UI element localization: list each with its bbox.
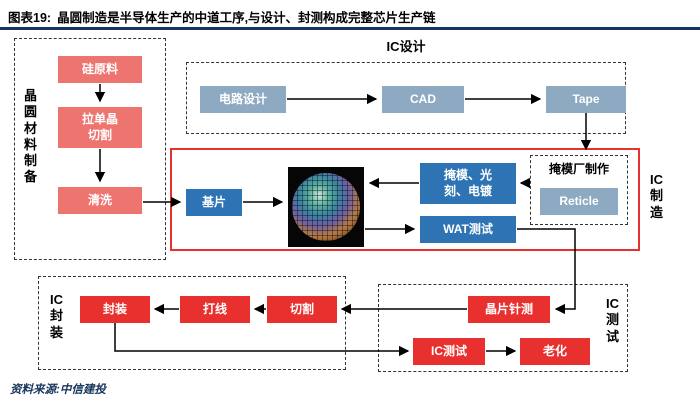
wafer-image <box>292 173 360 241</box>
wafer-prep-label: 晶圆材料制备 <box>23 88 37 185</box>
ic-mfg-label: IC制造 <box>649 172 663 220</box>
step-wafer-probe: 晶片针测 <box>468 296 550 323</box>
step-dicing: 切割 <box>267 296 337 323</box>
header-rule <box>0 27 700 30</box>
wafer-photo <box>288 167 364 247</box>
figure-header: 图表19: 晶圆制造是半导体生产的中道工序,与设计、封测构成完整芯片生产链 <box>8 7 436 26</box>
step-burn-in: 老化 <box>520 338 590 365</box>
wafer-prep-section <box>14 38 166 260</box>
step-wire-bonding: 打线 <box>180 296 250 323</box>
mask-shop-section <box>530 155 628 225</box>
source-note: 资料来源:中信建投 <box>10 384 106 396</box>
step-wat-test: WAT测试 <box>420 216 516 243</box>
step-final-test: IC测试 <box>413 338 485 365</box>
mask-shop-label: 掩模厂制作 <box>548 162 609 176</box>
step-crystal-pull-cut: 拉单晶 切割 <box>58 107 142 148</box>
step-mask-litho-plating: 掩模、光 刻、电镀 <box>420 163 516 204</box>
figure-title: 晶圆制造是半导体生产的中道工序,与设计、封测构成完整芯片生产链 <box>57 11 436 25</box>
ic-pkg-section <box>38 276 346 370</box>
step-reticle: Reticle <box>540 188 618 215</box>
ic-test-label: IC测试 <box>605 296 619 344</box>
step-cleaning: 清洗 <box>58 187 142 214</box>
step-substrate: 基片 <box>186 189 242 216</box>
step-circuit-design: 电路设计 <box>200 86 286 113</box>
step-packaging: 封装 <box>80 296 150 323</box>
ic-design-label: IC设计 <box>386 39 426 54</box>
step-silicon-material: 硅原料 <box>58 56 142 83</box>
ic-pkg-label: IC封装 <box>49 292 63 340</box>
figure-number: 图表19: <box>8 11 52 25</box>
step-tape: Tape <box>546 86 626 113</box>
step-cad: CAD <box>382 86 464 113</box>
